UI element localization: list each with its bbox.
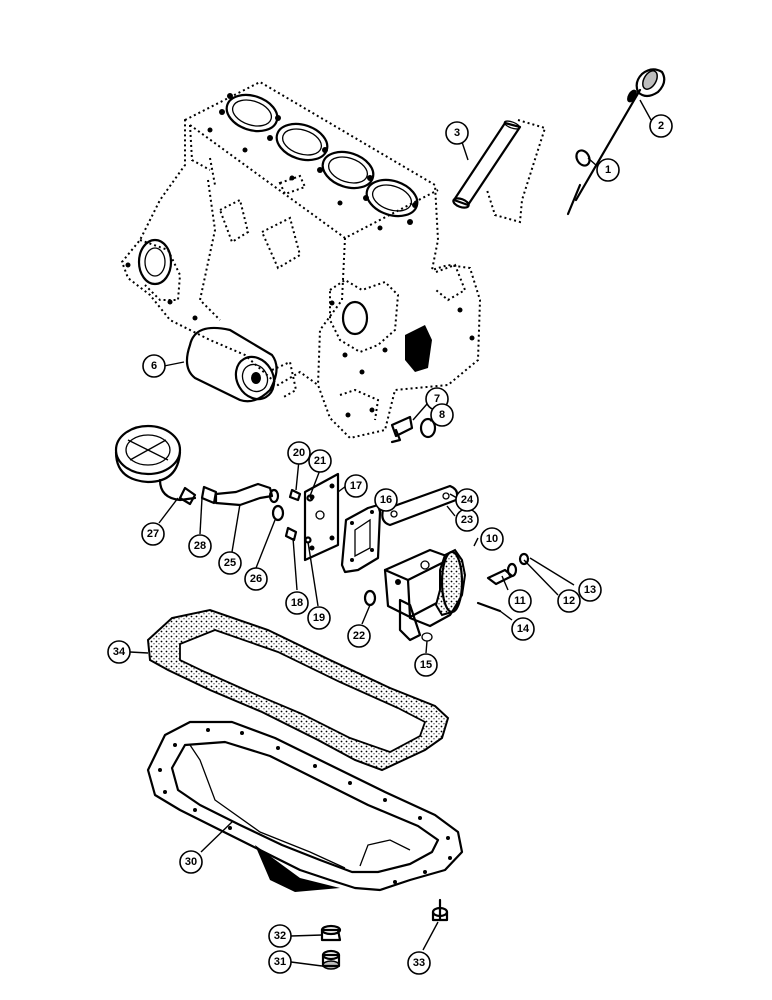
- callout-18: 18: [285, 591, 309, 615]
- callout-3: 3: [445, 121, 469, 145]
- svg-text:27: 27: [147, 528, 159, 540]
- leader-lines: [129, 99, 652, 967]
- callout-15: 15: [414, 653, 438, 677]
- svg-text:6: 6: [151, 360, 157, 372]
- oil-pan-gasket: [146, 608, 450, 772]
- svg-text:10: 10: [486, 533, 498, 545]
- callout-21: 21: [308, 449, 332, 473]
- callout-26: 26: [244, 567, 268, 591]
- callout-32: 32: [268, 924, 292, 948]
- svg-text:23: 23: [461, 514, 473, 526]
- callout-27: 27: [141, 522, 165, 546]
- svg-text:31: 31: [274, 956, 286, 968]
- dipstick: [566, 68, 666, 216]
- svg-text:32: 32: [274, 930, 286, 942]
- callout-24: 24: [455, 488, 479, 512]
- callout-34: 34: [107, 640, 131, 664]
- svg-text:19: 19: [313, 612, 325, 624]
- svg-text:15: 15: [420, 659, 432, 671]
- callout-19: 19: [307, 606, 331, 630]
- svg-text:18: 18: [291, 597, 303, 609]
- svg-text:2: 2: [658, 120, 664, 132]
- engine-block: [120, 80, 482, 440]
- callout-17: 17: [344, 474, 368, 498]
- callout-1: 1: [596, 158, 620, 182]
- svg-text:30: 30: [185, 856, 197, 868]
- callout-30: 30: [179, 850, 203, 874]
- svg-text:26: 26: [250, 573, 262, 585]
- svg-text:14: 14: [517, 623, 530, 635]
- svg-text:11: 11: [514, 595, 526, 607]
- oil-pickup-assembly: [114, 424, 285, 522]
- callout-33: 33: [407, 951, 431, 975]
- svg-text:7: 7: [434, 393, 440, 405]
- svg-text:34: 34: [113, 646, 126, 658]
- svg-text:13: 13: [584, 584, 596, 596]
- pan-drain-plug-parts: [320, 898, 449, 970]
- svg-text:20: 20: [293, 447, 305, 459]
- svg-text:17: 17: [350, 480, 362, 492]
- pump-cover-gasket: [340, 503, 382, 574]
- svg-text:8: 8: [439, 409, 445, 421]
- callout-6: 6: [142, 354, 166, 378]
- callout-13: 13: [578, 578, 602, 602]
- svg-text:33: 33: [413, 957, 425, 969]
- callout-10: 10: [480, 527, 504, 551]
- svg-text:16: 16: [380, 494, 392, 506]
- dipstick-tube: [452, 119, 547, 224]
- callout-23: 23: [455, 508, 479, 532]
- svg-text:24: 24: [461, 494, 474, 506]
- callout-28: 28: [188, 534, 212, 558]
- callout-14: 14: [511, 617, 535, 641]
- block-plug-and-washer: [390, 415, 437, 444]
- callout-2: 2: [649, 114, 673, 138]
- pump-cover-plate: [284, 472, 340, 562]
- svg-text:12: 12: [563, 595, 575, 607]
- callout-20: 20: [287, 441, 311, 465]
- callout-11: 11: [508, 589, 532, 613]
- callout-31: 31: [268, 950, 292, 974]
- svg-text:22: 22: [353, 630, 365, 642]
- oil-pump: [363, 548, 530, 642]
- svg-text:21: 21: [314, 455, 326, 467]
- svg-text:3: 3: [454, 127, 460, 139]
- callout-25: 25: [218, 551, 242, 575]
- callout-12: 12: [557, 589, 581, 613]
- oil-filter: [185, 326, 298, 403]
- callout-8: 8: [430, 403, 454, 427]
- callout-16: 16: [374, 488, 398, 512]
- oil-pan: [146, 720, 464, 892]
- svg-text:1: 1: [605, 164, 611, 176]
- callout-22: 22: [347, 624, 371, 648]
- svg-text:28: 28: [194, 540, 206, 552]
- svg-text:25: 25: [224, 557, 236, 569]
